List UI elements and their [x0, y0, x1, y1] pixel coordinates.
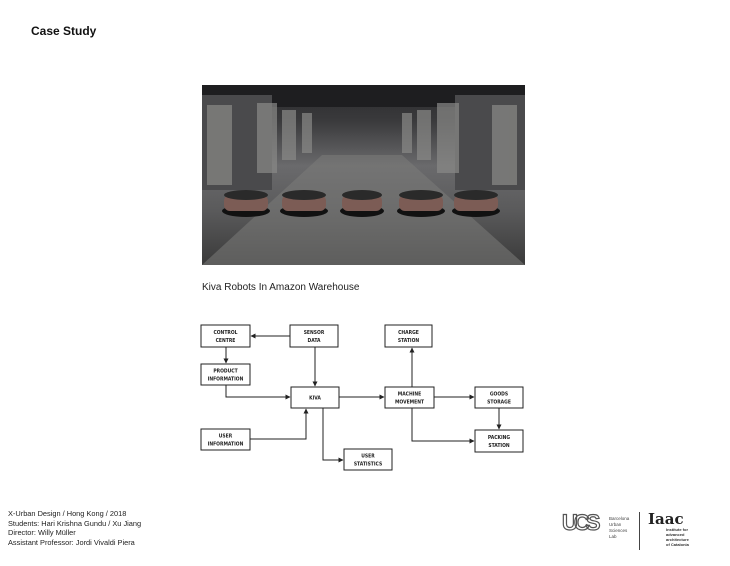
node-control-centre: CONTROL CENTRE: [200, 324, 251, 348]
node-product-information: PRODUCT INFORMATION: [200, 363, 251, 386]
warehouse-illustration: [202, 85, 525, 265]
kiva-robots: [222, 190, 500, 217]
footer-line: X-Urban Design / Hong Kong / 2018: [8, 509, 127, 518]
svg-text:USER: USER: [219, 434, 233, 440]
footer-line: Director: Willy Müller: [8, 528, 76, 537]
svg-text:INFORMATION: INFORMATION: [208, 377, 244, 383]
svg-text:MACHINE: MACHINE: [398, 392, 422, 398]
credits-footer: X-Urban Design / Hong Kong / 2018 Studen…: [8, 509, 141, 547]
ucs-logo: UCS: [561, 509, 601, 535]
svg-text:MOVEMENT: MOVEMENT: [395, 400, 425, 406]
svg-text:USER: USER: [361, 454, 375, 460]
node-goods-storage: GOODS STORAGE: [474, 386, 524, 409]
svg-text:STATISTICS: STATISTICS: [354, 462, 382, 468]
node-user-information: USER INFORMATION: [200, 428, 251, 451]
arrow-machine-to-packing: [411, 408, 475, 444]
logo-divider: [639, 512, 640, 550]
node-charge-station: CHARGE STATION: [384, 324, 433, 348]
svg-text:SENSOR: SENSOR: [304, 330, 325, 336]
node-packing-station: PACKING STATION: [474, 429, 524, 453]
node-user-statistics: USER STATISTICS: [343, 448, 393, 471]
svg-text:CENTRE: CENTRE: [216, 338, 236, 344]
svg-text:PACKING: PACKING: [488, 435, 511, 441]
svg-text:PRODUCT: PRODUCT: [213, 369, 238, 375]
diagram-arrows: [223, 333, 502, 463]
svg-text:GOODS: GOODS: [490, 392, 508, 398]
arrow-kiva-to-userstats: [322, 408, 344, 463]
footer-line: Students: Hari Krishna Gundu / Xu Jiang: [8, 518, 142, 528]
svg-text:INFORMATION: INFORMATION: [208, 442, 244, 448]
photo-caption: Kiva Robots In Amazon Warehouse: [202, 282, 360, 293]
node-kiva: KIVA: [290, 386, 340, 409]
node-sensor-data: SENSOR DATA: [289, 324, 339, 348]
iaac-logo: Iaac: [648, 510, 684, 528]
node-machine-movement: MACHINE MOVEMENT: [384, 386, 435, 409]
svg-text:KIVA: KIVA: [309, 396, 321, 402]
svg-text:STATION: STATION: [488, 443, 510, 449]
svg-text:DATA: DATA: [308, 338, 322, 344]
page-title: Case Study: [31, 24, 97, 38]
arrow-product-to-kiva: [225, 385, 291, 400]
footer-line: Assistant Professor: Jordi Vivaldi Piera: [8, 537, 135, 547]
svg-text:CHARGE: CHARGE: [398, 330, 419, 336]
svg-text:STATION: STATION: [398, 338, 420, 344]
svg-text:STORAGE: STORAGE: [487, 400, 511, 406]
arrow-userinfo-to-kiva: [250, 408, 309, 440]
warehouse-photo: [202, 85, 525, 265]
svg-text:CONTROL: CONTROL: [213, 330, 237, 336]
